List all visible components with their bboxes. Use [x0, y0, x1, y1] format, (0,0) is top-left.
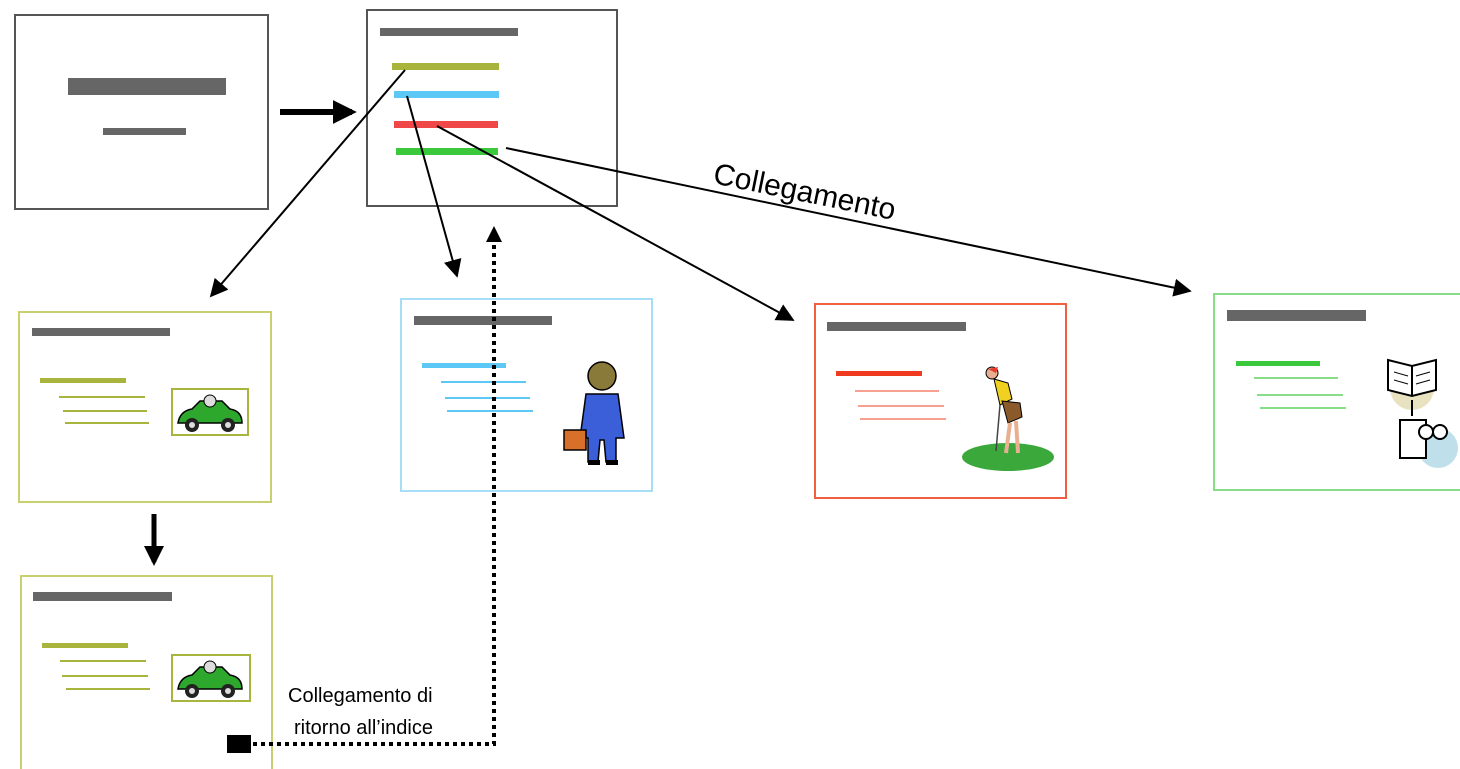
book-video-icon [1387, 358, 1458, 468]
green-slide-heading-bar [1227, 310, 1366, 321]
title-slide-heading-bar [68, 78, 226, 95]
index-item-olive[interactable] [392, 63, 499, 70]
blue-slide-heading-bar [414, 316, 552, 325]
link-arrow-blue [406, 95, 462, 278]
green-car-icon [171, 654, 251, 702]
olive-slide-2-heading-bar [33, 592, 172, 601]
index-heading-bar [380, 28, 518, 36]
link-arrow-green [505, 147, 1192, 297]
index-slide [366, 9, 618, 207]
return-link-dotted-line [253, 232, 496, 746]
index-item-red[interactable] [394, 121, 498, 128]
return-label-line2: ritorno all’indice [294, 717, 433, 739]
olive-slide-1 [18, 311, 272, 503]
businessman-icon [563, 361, 625, 465]
green-car-icon [171, 388, 249, 436]
blue-slide [400, 298, 653, 492]
link-label: Collegamento [711, 158, 899, 227]
golfer-icon [962, 366, 1054, 471]
return-link-arrowhead [486, 226, 502, 242]
link-arrow-olive [209, 69, 406, 298]
red-slide [814, 303, 1067, 499]
return-button-icon[interactable] [227, 735, 251, 753]
return-label-line1: Collegamento di [288, 685, 433, 707]
olive-slide-2 [20, 575, 273, 769]
green-slide [1213, 293, 1460, 491]
title-slide-subtitle-bar [103, 128, 186, 135]
olive-slide-1-heading-bar [32, 328, 170, 336]
index-item-blue[interactable] [394, 91, 499, 98]
link-arrow-red [436, 125, 795, 321]
red-slide-heading-bar [827, 322, 966, 331]
title-slide [14, 14, 269, 210]
index-item-green[interactable] [396, 148, 498, 155]
